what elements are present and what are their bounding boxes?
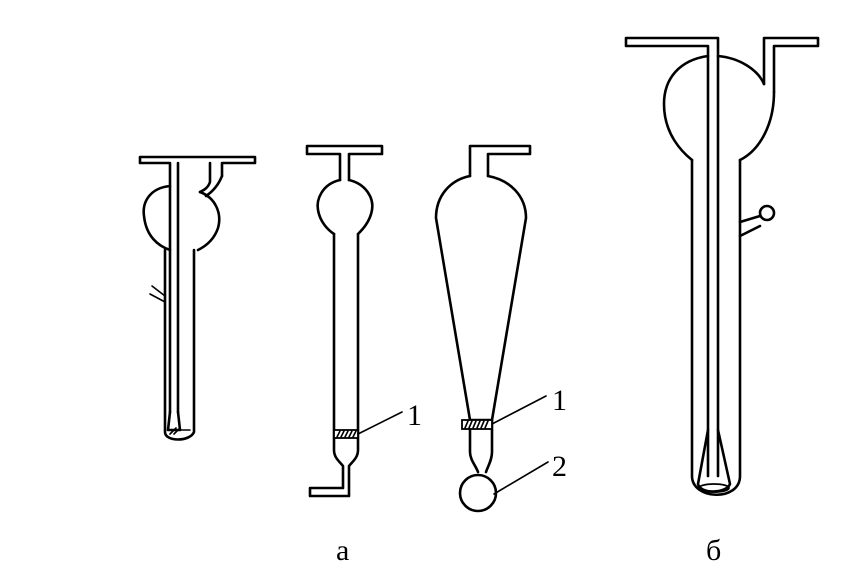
device-filter-tube	[305, 144, 403, 498]
label-1-a: 1	[407, 399, 422, 432]
callout-line-1b	[491, 395, 547, 425]
label-1-b: 1	[552, 384, 567, 417]
device-small-bubbler	[138, 155, 257, 441]
callout-line-2	[493, 461, 549, 495]
device-conical-funnel	[434, 144, 549, 513]
collector-bulb	[458, 473, 498, 513]
device-large-bubbler	[624, 36, 820, 497]
caption-a: а	[336, 534, 349, 567]
label-2: 2	[552, 450, 567, 483]
caption-b: б	[706, 534, 721, 567]
side-port-knob	[758, 204, 776, 222]
callout-line-1a	[357, 411, 403, 435]
